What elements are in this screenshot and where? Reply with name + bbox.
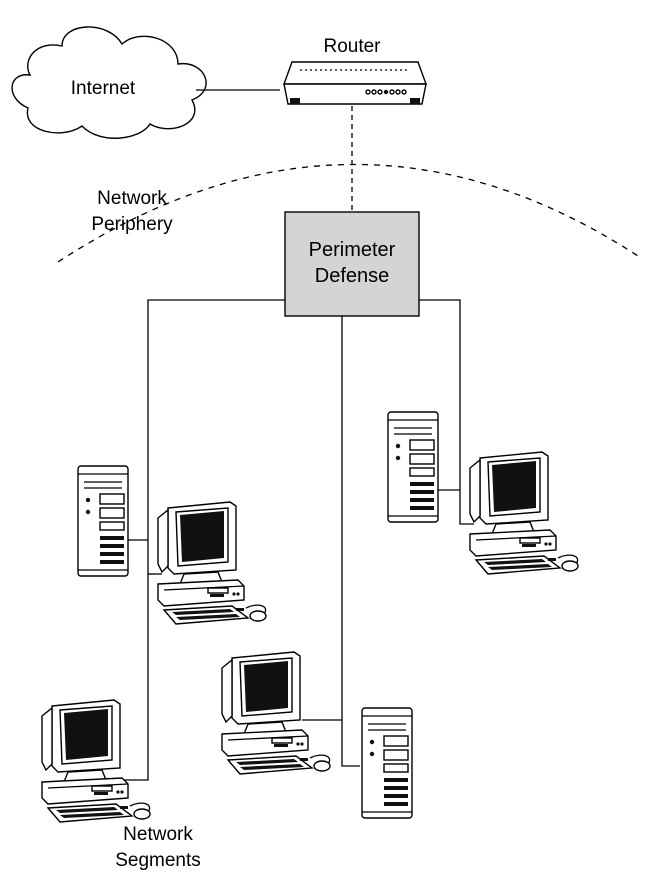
segment-wiring: [122, 299, 474, 781]
server-tower-icon: [361, 707, 413, 819]
periphery-label-line2: Periphery: [91, 214, 173, 235]
perimeter-defense: Perimeter Defense: [284, 211, 420, 317]
server-tower-icon: [387, 411, 439, 523]
periphery-label-line1: Network: [97, 188, 167, 209]
middle-segment-trunk: [341, 316, 360, 767]
desktop-computer-icon: [469, 451, 579, 575]
desktop-computer-icon: [41, 699, 151, 823]
perimeter-label-line2: Defense: [315, 265, 390, 287]
router-icon: [283, 61, 427, 105]
cloud-icon: [11, 26, 207, 139]
server-tower-icon: [77, 465, 129, 577]
perimeter-defense-box: [284, 211, 420, 317]
segments-label-line1: Network: [123, 824, 193, 845]
desktop-computer-icon: [221, 651, 331, 775]
periphery-boundary: [57, 163, 639, 263]
right-segment-trunk: [419, 299, 474, 525]
segments-label-line2: Segments: [115, 850, 201, 871]
perimeter-label-line1: Perimeter: [309, 239, 396, 261]
internet-cloud: Internet: [11, 26, 207, 139]
router-label: Router: [323, 36, 381, 57]
internet-label: Internet: [71, 78, 136, 99]
desktop-computer-icon: [157, 501, 267, 625]
router: Router: [283, 36, 427, 105]
